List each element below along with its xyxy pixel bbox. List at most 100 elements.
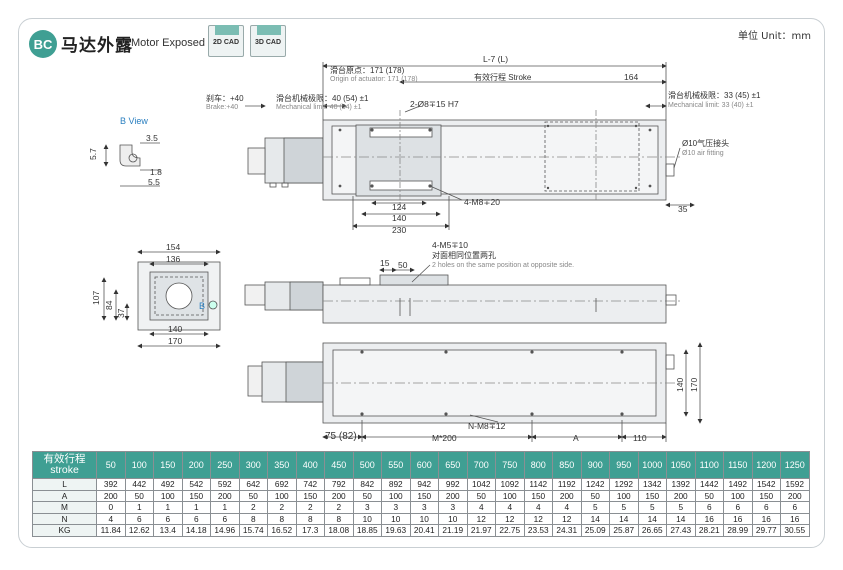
table-cell: 842 (352, 478, 382, 491)
cad-3d-button[interactable]: 3D CAD (250, 25, 286, 57)
table-cell: 14.96 (210, 524, 240, 537)
stroke-cell: 850 (552, 451, 582, 479)
dim-overall-length: L-7 (L) (483, 54, 508, 64)
stroke-cell: 350 (267, 451, 297, 479)
stroke-cell: 1200 (751, 451, 781, 479)
table-cell: 742 (295, 478, 325, 491)
model-badge: BC (29, 30, 57, 58)
table-cell: 100 (153, 489, 183, 502)
end-view (101, 249, 221, 349)
mech-limit-right-cn: 滑台机械极限：33 (45) ±1 (668, 90, 761, 100)
table-cell: 16.52 (267, 524, 297, 537)
table-cell: 11.84 (96, 524, 126, 537)
table-cell: 3 (438, 501, 468, 514)
table-cell: 21.19 (438, 524, 468, 537)
table-cell: 200 (552, 489, 582, 502)
table-cell: 8 (324, 512, 354, 525)
table-cell: 5 (580, 501, 610, 514)
table-cell: 12 (552, 512, 582, 525)
mech-limit-right-en: Mechanical limit: 33 (40) ±1 (668, 102, 754, 109)
table-cell: 6 (153, 512, 183, 525)
table-cell: 14.18 (181, 524, 211, 537)
end-d154: 154 (166, 242, 180, 252)
table-cell: 23.53 (523, 524, 553, 537)
stroke-cell: 1100 (694, 451, 724, 479)
stroke-cell: 200 (181, 451, 211, 479)
top-view (245, 62, 695, 230)
table-cell: 10 (438, 512, 468, 525)
table-cell: 13.4 (153, 524, 183, 537)
table-cell: 1392 (666, 478, 696, 491)
dim-140: 140 (392, 213, 406, 223)
table-cell: 10 (381, 512, 411, 525)
origin-cn: 滑台原点：171 (178) (330, 65, 405, 75)
table-cell: 1342 (637, 478, 667, 491)
table-cell: 6 (210, 512, 240, 525)
table-cell: 28.21 (694, 524, 724, 537)
table-cell: 2 (295, 501, 325, 514)
stroke-cell: 800 (523, 451, 553, 479)
table-cell: 1 (181, 501, 211, 514)
pin-hole-label: 2-Ø8∓15 H7 (410, 99, 459, 109)
side-d50: 50 (398, 260, 408, 270)
b-view-label: B View (120, 116, 148, 126)
table-cell: 992 (438, 478, 468, 491)
table-cell: 6 (751, 501, 781, 514)
bottom-d110: 110 (633, 433, 647, 443)
dim-124: 124 (392, 202, 406, 212)
bottom-a: A (573, 433, 579, 443)
stroke-header-en: stroke (50, 464, 79, 476)
table-cell: 942 (409, 478, 439, 491)
table-cell: 6 (780, 501, 810, 514)
table-cell: 1292 (609, 478, 639, 491)
table-cell: 200 (210, 489, 240, 502)
end-d37: 37 (116, 308, 126, 318)
bottom-d75: 75 (82) (325, 431, 357, 442)
table-cell: 1542 (751, 478, 781, 491)
b-view-d1: 3.5 (146, 133, 158, 143)
side-d15: 15 (380, 258, 390, 268)
stroke-cell: 1250 (780, 451, 810, 479)
stroke-cell: 700 (466, 451, 496, 479)
top-view-holes (338, 124, 652, 190)
dim-35: 35 (678, 204, 688, 214)
table-cell: 2 (238, 501, 268, 514)
table-cell: 4 (466, 501, 496, 514)
table-cell: 2 (267, 501, 297, 514)
origin-en: Origin of actuator: 171 (178) (330, 76, 418, 83)
table-cell: 6 (723, 501, 753, 514)
row-label: A (32, 489, 97, 502)
table-cell: 200 (324, 489, 354, 502)
table-cell: 14 (666, 512, 696, 525)
table-cell: 8 (295, 512, 325, 525)
table-cell: 2 (324, 501, 354, 514)
table-cell: 4 (495, 501, 525, 514)
table-cell: 200 (666, 489, 696, 502)
table-cell: 6 (181, 512, 211, 525)
stroke-label: 有效行程 Stroke (474, 72, 532, 82)
bottom-view-holes (360, 350, 624, 416)
table-cell: 16 (723, 512, 753, 525)
table-cell: 0 (96, 501, 126, 514)
table-cell: 100 (267, 489, 297, 502)
stroke-cell: 600 (409, 451, 439, 479)
table-cell: 100 (609, 489, 639, 502)
side-view (244, 264, 680, 324)
cad-2d-button[interactable]: 2D CAD (208, 25, 244, 57)
table-cell: 4 (96, 512, 126, 525)
bottom-view (247, 342, 703, 442)
table-cell: 50 (694, 489, 724, 502)
stroke-cell: 450 (324, 451, 354, 479)
table-cell: 4 (552, 501, 582, 514)
table-cell: 28.99 (723, 524, 753, 537)
mech-limit-left-cn: 滑台机械极限：40 (54) ±1 (276, 93, 369, 103)
dim-230: 230 (392, 225, 406, 235)
table-cell: 10 (409, 512, 439, 525)
b-view-d4: 5.5 (148, 177, 160, 187)
table-cell: 17.3 (295, 524, 325, 537)
table-cell: 3 (409, 501, 439, 514)
b-view-d2: 5.7 (88, 148, 98, 160)
